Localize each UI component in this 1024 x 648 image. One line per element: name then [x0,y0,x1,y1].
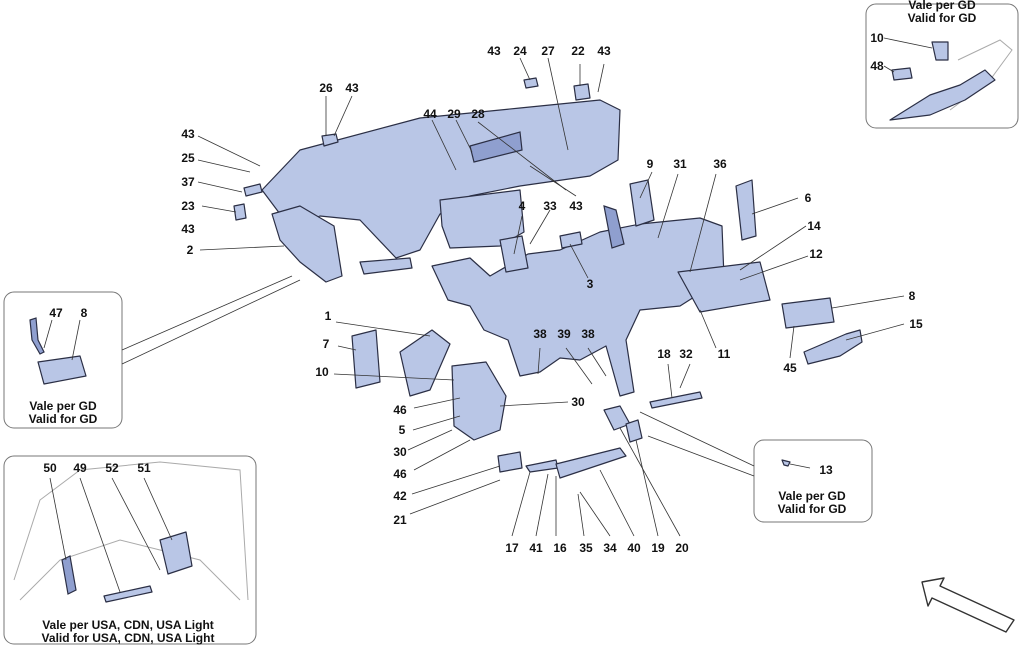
callout-34: 34 [603,541,617,555]
callout-39: 39 [557,327,571,341]
inset-caption-bottom-left-line1: Vale per USA, CDN, USA Light [42,618,214,632]
callout-46-lower: 46 [393,467,407,481]
callout-22: 22 [571,44,585,58]
callout-38-left: 38 [533,327,547,341]
leader-lines [197,57,905,537]
callout-33: 33 [543,199,557,213]
callout-21: 21 [393,513,407,527]
inset-caption-top-right: Vale per GD Valid for GD [908,0,977,25]
callout-38-right: 38 [581,327,595,341]
callout-12: 12 [809,247,823,261]
inset-caption-right-mid: Vale per GD Valid for GD [778,490,847,516]
callout-36: 36 [713,157,727,171]
callout-16: 16 [553,541,567,555]
callout-15: 15 [909,317,923,331]
callout-27: 27 [541,44,555,58]
inset-right-mid-art [639,411,811,477]
callout-26: 26 [319,81,333,95]
callout-43-top-left: 43 [345,81,359,95]
callout-29: 29 [447,107,461,121]
callout-7: 7 [322,337,330,351]
callout-41: 41 [529,541,543,555]
callout-35: 35 [579,541,593,555]
callout-3: 3 [586,277,594,291]
callout-8-main: 8 [908,289,916,303]
callout-48: 48 [870,59,884,73]
callout-10-main: 10 [315,365,329,379]
callout-1: 1 [324,309,332,323]
callout-4: 4 [518,199,526,213]
callout-50: 50 [43,461,57,475]
callout-23: 23 [181,199,195,213]
callout-43-top-right: 43 [597,44,611,58]
callout-40: 40 [627,541,641,555]
callout-19: 19 [651,541,665,555]
callout-10-inset: 10 [870,31,884,45]
callout-2: 2 [186,243,194,257]
callout-17: 17 [505,541,519,555]
callout-5: 5 [398,423,406,437]
inset-caption-left-mid-line2: Valid for GD [28,412,98,426]
dashboard-upper-structure [261,99,621,283]
inset-top-right-art [883,37,1013,121]
callout-43-left-lower: 43 [181,222,195,236]
callout-30-right: 30 [571,395,585,409]
callout-28: 28 [471,107,485,121]
inset-caption-top-right-line1: Vale per GD [908,0,976,12]
inset-box-bottom-left [3,455,257,645]
callout-43-mid: 43 [569,199,583,213]
inset-box-top-right [865,3,1019,129]
inset-caption-top-right-line2: Valid for GD [907,11,977,25]
callout-30-left: 30 [393,445,407,459]
callout-43-top-mid: 43 [487,44,501,58]
callout-51: 51 [137,461,151,475]
callout-20: 20 [675,541,689,555]
callout-46-upper: 46 [393,403,407,417]
callout-43-left-upper: 43 [181,127,195,141]
dashboard-lower-frame [399,205,771,397]
callout-11: 11 [717,347,731,361]
callout-8-inset: 8 [80,306,88,320]
callout-24: 24 [513,44,527,58]
callout-37: 37 [181,175,195,189]
callout-9: 9 [646,157,654,171]
callout-14: 14 [807,219,821,233]
callout-49: 49 [73,461,87,475]
inset-caption-left-mid-line1: Vale per GD [29,399,97,413]
callout-25: 25 [181,151,195,165]
callout-44: 44 [423,107,437,121]
inset-caption-right-mid-line2: Valid for GD [777,502,847,516]
callout-18: 18 [657,347,671,361]
inset-caption-left-mid: Vale per GD Valid for GD [29,400,98,426]
inset-caption-right-mid-line1: Vale per GD [778,489,846,503]
callout-45: 45 [783,361,797,375]
direction-arrow [921,577,1015,633]
callout-47: 47 [49,306,63,320]
callout-13: 13 [819,463,833,477]
inset-left-mid-art [29,275,301,385]
callout-32: 32 [679,347,693,361]
brackets [233,77,863,479]
inset-bottom-left-art [13,461,249,603]
callout-52: 52 [105,461,119,475]
inset-caption-bottom-left: Vale per USA, CDN, USA Light Valid for U… [42,619,215,645]
inset-caption-bottom-left-line2: Valid for USA, CDN, USA Light [41,631,215,645]
callout-42: 42 [393,489,407,503]
callout-31: 31 [673,157,687,171]
callout-6: 6 [804,191,812,205]
